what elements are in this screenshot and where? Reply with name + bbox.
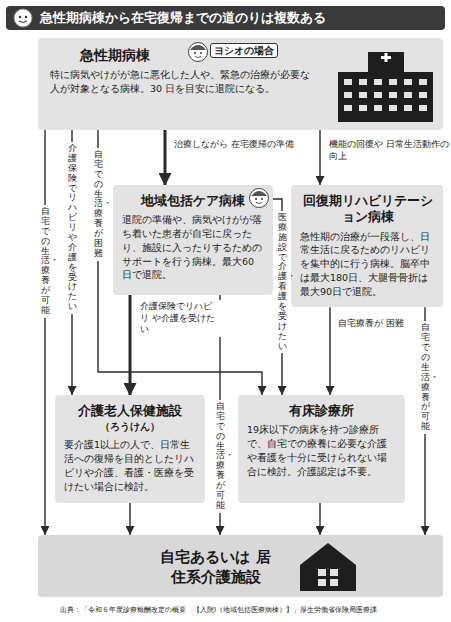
connector-label: 機能の回復や 日常生活動作の向上 — [327, 138, 451, 163]
node-heading: 自宅あるいは 居住系介護施設 — [153, 541, 278, 588]
node-heading: 回復期リハビリテーション病棟 — [300, 193, 435, 226]
connector — [129, 503, 130, 535]
connector-label: 治療しながら 在宅復帰の準備 — [172, 138, 296, 152]
home-box: 自宅あるいは 居住系介護施設 — [38, 535, 443, 597]
connector-label: 介護保険でリハビリや介護を受けたい — [67, 142, 78, 314]
node-body: 19床以下の病床を持つ診療所で、自宅での療養に必要な介護や看護を十分に受けられな… — [247, 423, 396, 478]
title-band: 急性期病棟から在宅復帰までの道のりは複数ある — [6, 6, 445, 30]
node-heading: 介護老人保健施設 — [64, 403, 196, 419]
connector — [319, 503, 320, 535]
node-heading: 地域包括ケア病棟 — [122, 193, 264, 209]
node-body: 要介護1以上の人で、日常生活への復帰を目的としたリハビリや介護、看護・医療を受け… — [64, 438, 196, 493]
geriatric-facility-box: 介護老人保健施設（ろうけん） 要介護1以上の人で、日常生活への復帰を目的としたリハ… — [55, 395, 205, 503]
connector-label: 自宅での生活・療養が可能 — [40, 205, 51, 318]
node-heading: 有床診療所 — [247, 403, 396, 419]
connector — [319, 130, 320, 185]
connector — [164, 130, 167, 185]
connector — [44, 130, 45, 535]
node-body: 退院の準備や、病気やけがが落ち着いた患者が自宅に戻ったり、施設に入ったりするため… — [122, 213, 264, 282]
case-tag: ヨシオの場合 — [210, 43, 278, 58]
diagram-title: 急性期病棟から在宅復帰までの道のりは複数ある — [40, 10, 326, 26]
rehab-ward-box: 回復期リハビリテーション病棟急性期の治療が一段落し、日常生活に戻るためのリハビリ… — [291, 185, 443, 307]
connector-label: 自宅療養が 困難 — [336, 317, 406, 331]
connector — [329, 307, 330, 395]
source-caption: 出典：「令和６年度診療報酬改定の概要 【入院Ⅰ（地域包括医療病棟）】」厚生労働省… — [60, 606, 377, 614]
connector-label: 自宅での生活・療養が困難 — [93, 148, 104, 261]
community-care-ward-box: 地域包括ケア病棟退院の準備や、病気やけがが落ち着いた患者が自宅に戻ったり、施設に… — [113, 185, 273, 295]
mascot-icon — [12, 8, 34, 28]
node-body: 急性期の治療が一段落し、日常生活に戻るためのリハビリを集中的に行う病棟。脳卒中は… — [300, 230, 435, 299]
node-body: 特に病気やけがが急に悪化した人や、緊急の治療が必要な人が対象となる病棟。30 日… — [50, 68, 318, 96]
connector-label: 医療施設で介護・看護を受けたい — [277, 211, 288, 353]
connector-label: 介護保険でリハビリ や介護を受けたい — [138, 300, 222, 337]
node-subheading: （ろうけん） — [64, 420, 196, 434]
connector-label: 自宅での生活・療養が可能 — [420, 321, 431, 434]
clinic-box: 有床診療所 19床以下の病床を持つ診療所で、自宅での療養に必要な介護や看護を十分に… — [238, 395, 405, 503]
connector-label: 自宅での生活・療養が可能 — [215, 400, 226, 513]
connector — [129, 295, 132, 395]
